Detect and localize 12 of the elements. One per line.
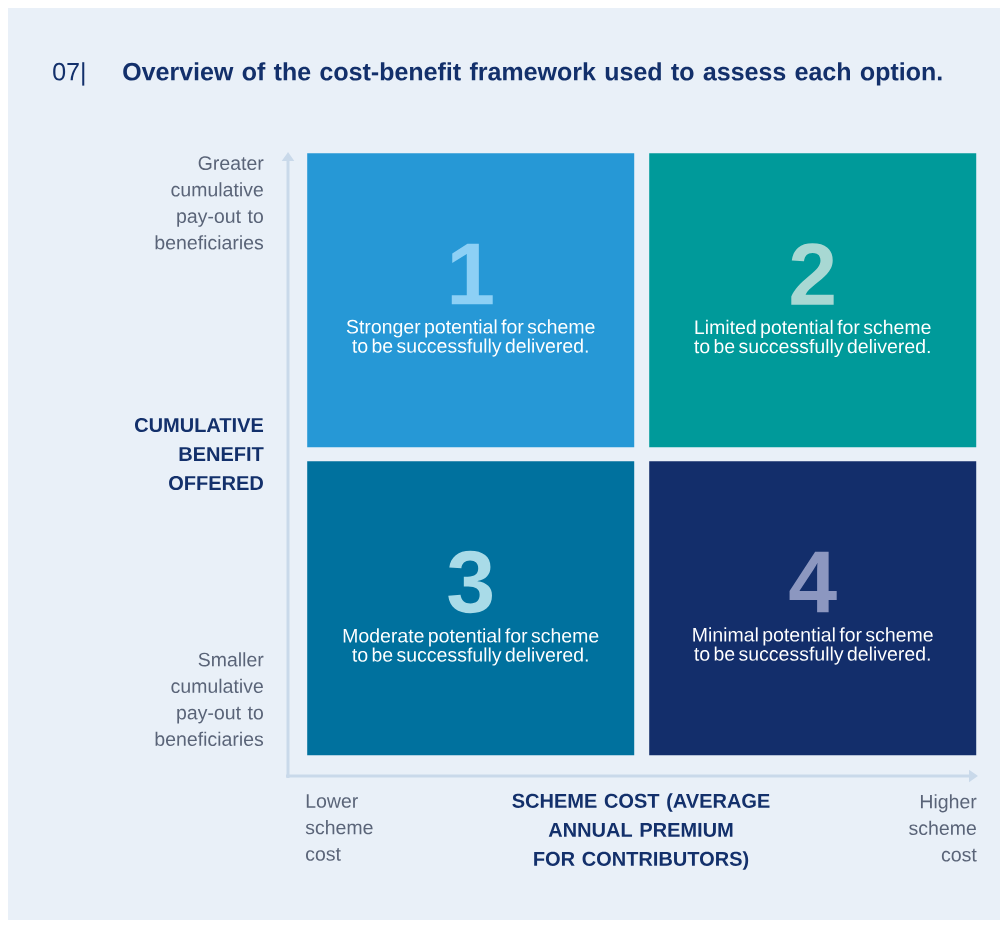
title: Overview of the cost-benefit framework used to assess each option. <box>123 62 942 86</box>
quadrant-box: 4 Minimal potential for scheme to be successfully delivered. <box>649 461 977 756</box>
axis-end-label: Smaller cumulative pay-out to beneficiaries <box>155 652 264 747</box>
quadrant-box: 2 Limited potential for scheme to be successfully delivered. <box>649 153 977 448</box>
axis-end-label: Greater cumulative pay-out to beneficiaries <box>155 156 264 250</box>
axis-end-label: Higher scheme cost <box>909 794 977 862</box>
axis-title: CUMULATIVE BENEFIT OFFERED <box>135 417 264 491</box>
quadrant-box: 1 Stronger potential for scheme to be successfully delivered. <box>307 153 635 448</box>
axis-title: SCHEME COST (AVERAGE ANNUAL PREMIUM FOR CONTRIBUTORS) <box>512 793 770 870</box>
axis-end-label: Lower scheme cost <box>305 794 373 861</box>
section-number: 07| <box>53 62 85 86</box>
quadrant-box: 3 Moderate potential for scheme to be successfully delivered. <box>307 461 635 756</box>
